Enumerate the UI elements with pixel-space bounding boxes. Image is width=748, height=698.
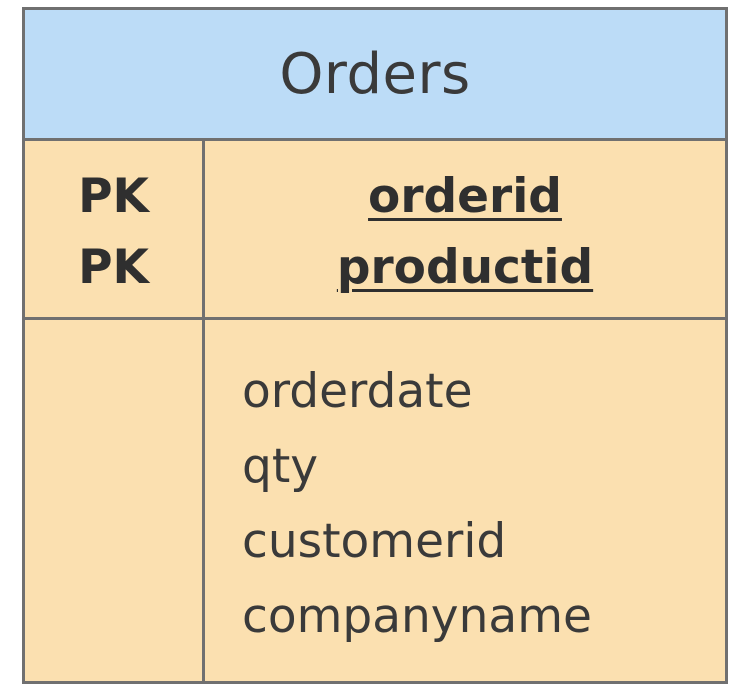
pk-marker: PK — [78, 169, 149, 224]
pk-field-orderid: orderid — [368, 169, 562, 224]
attribute-field: companyname — [242, 589, 592, 644]
primary-key-section: PK PK orderid productid — [25, 141, 725, 320]
column-divider — [202, 141, 205, 681]
entity-header: Orders — [25, 10, 725, 141]
attribute-field: customerid — [242, 514, 507, 569]
attribute-list: orderdate qty customerid companyname — [242, 354, 592, 654]
key-field-column: orderid productid — [205, 161, 725, 303]
attribute-field: qty — [242, 439, 319, 494]
orders-entity: Orders PK PK orderid productid orderdate… — [22, 7, 728, 684]
attribute-field: orderdate — [242, 364, 473, 419]
pk-marker: PK — [78, 240, 149, 295]
key-marker-column: PK PK — [25, 161, 202, 303]
entity-title: Orders — [279, 41, 471, 107]
pk-field-productid: productid — [336, 240, 594, 295]
